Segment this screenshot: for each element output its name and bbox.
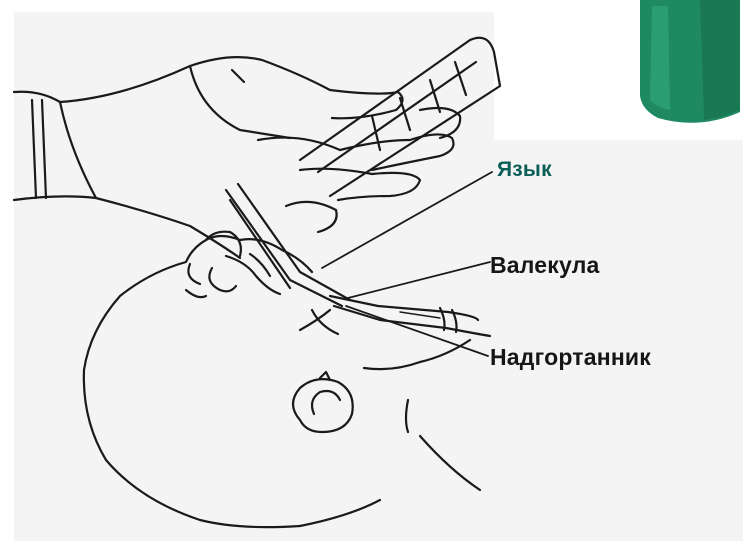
laryngoscope-blade — [226, 184, 350, 306]
leader-line-tongue — [322, 172, 492, 268]
endotracheal-tube — [330, 296, 490, 336]
leader-line-vallecula — [348, 262, 490, 298]
label-epiglottis: Надгортанник — [490, 344, 651, 371]
green-cylinder-icon — [640, 0, 740, 123]
infant-head — [84, 232, 338, 527]
label-vallecula: Валекула — [490, 252, 600, 279]
infant-ear — [293, 372, 353, 432]
label-tongue: Язык — [497, 158, 552, 182]
infant-neck — [300, 340, 480, 526]
